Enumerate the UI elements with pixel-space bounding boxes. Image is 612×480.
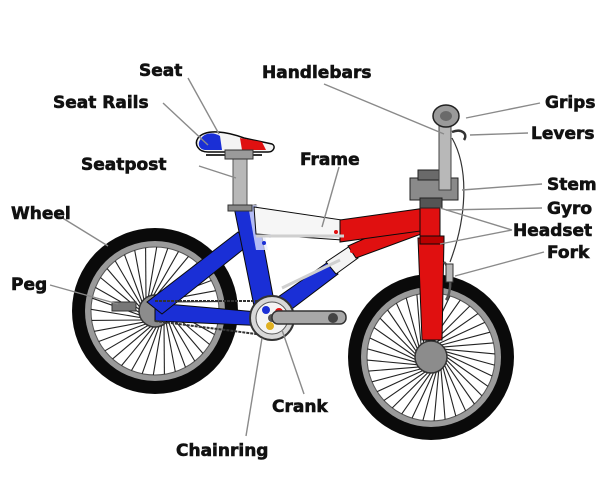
spoke (114, 260, 143, 307)
spoke (147, 246, 158, 299)
spoke (165, 319, 176, 372)
label-levers: Levers (531, 124, 594, 144)
spoke (387, 309, 418, 354)
spoke (373, 327, 418, 359)
label-wheel: Wheel (11, 204, 71, 224)
spoke (391, 370, 430, 409)
spoke (98, 322, 149, 343)
fork (417, 235, 454, 341)
gyro (419, 197, 443, 209)
spoke (371, 367, 423, 383)
spoke (436, 321, 486, 345)
rear-peg (111, 301, 137, 312)
leader-lines (49, 77, 545, 437)
spoke (367, 359, 420, 366)
spoke (149, 248, 169, 298)
spoke (395, 302, 419, 352)
spoke (443, 350, 495, 366)
label-headset: Headset (513, 221, 592, 241)
label-fork: Fork (547, 243, 590, 263)
spoke (379, 317, 418, 356)
spoke (383, 370, 428, 401)
spoke (444, 358, 483, 397)
label-crank: Crank (272, 397, 328, 417)
spoke (439, 331, 491, 347)
label-seatpost: Seatpost (81, 155, 166, 175)
spoke (416, 294, 422, 348)
label-stem: Stem (547, 175, 597, 195)
label-seat-rails: Seat Rails (53, 93, 149, 113)
chain (154, 300, 273, 337)
spoke (94, 321, 147, 332)
spoke (440, 366, 446, 420)
spoke (152, 251, 179, 298)
spoke (440, 342, 494, 348)
frame (146, 204, 441, 327)
spoke (441, 365, 457, 417)
spoke (154, 256, 189, 298)
spoke (152, 323, 163, 376)
drivetrain (154, 295, 347, 341)
spoke (422, 369, 438, 421)
spoke (442, 348, 495, 355)
labels: Seat Seat Rails Seatpost Wheel Peg Handl… (11, 61, 597, 462)
spoke (131, 324, 158, 371)
spoke (411, 370, 435, 419)
handlebars (438, 125, 452, 191)
spoke (121, 324, 156, 366)
spoke (104, 323, 151, 352)
spoke (166, 317, 187, 368)
spoke (405, 297, 421, 349)
spoke (444, 355, 489, 387)
seat (195, 131, 275, 160)
seatpost (227, 149, 253, 212)
front-hub (414, 340, 448, 374)
spoke (401, 370, 433, 415)
spoke (444, 353, 493, 377)
front-wheel (348, 274, 514, 440)
label-chainring: Chainring (176, 441, 268, 461)
label-frame: Frame (300, 150, 360, 170)
label-gyro: Gyro (547, 199, 592, 219)
spoke (90, 308, 143, 319)
spoke (112, 324, 153, 360)
label-grips: Grips (545, 93, 595, 113)
spoke (444, 360, 475, 405)
label-handlebars: Handlebars (262, 63, 371, 83)
spoke (367, 348, 419, 364)
spoke (368, 366, 422, 372)
spoke (134, 250, 145, 303)
spoke (141, 324, 161, 374)
brake-lever (451, 129, 467, 141)
spoke (433, 368, 440, 421)
pegs (111, 301, 137, 312)
label-seat: Seat (139, 61, 182, 81)
spoke (369, 337, 418, 361)
spoke (123, 254, 144, 305)
spoke (376, 369, 426, 393)
label-peg: Peg (11, 275, 47, 295)
handlebar-assembly (409, 104, 467, 263)
crank-arm (271, 310, 347, 325)
spoke (443, 362, 467, 412)
